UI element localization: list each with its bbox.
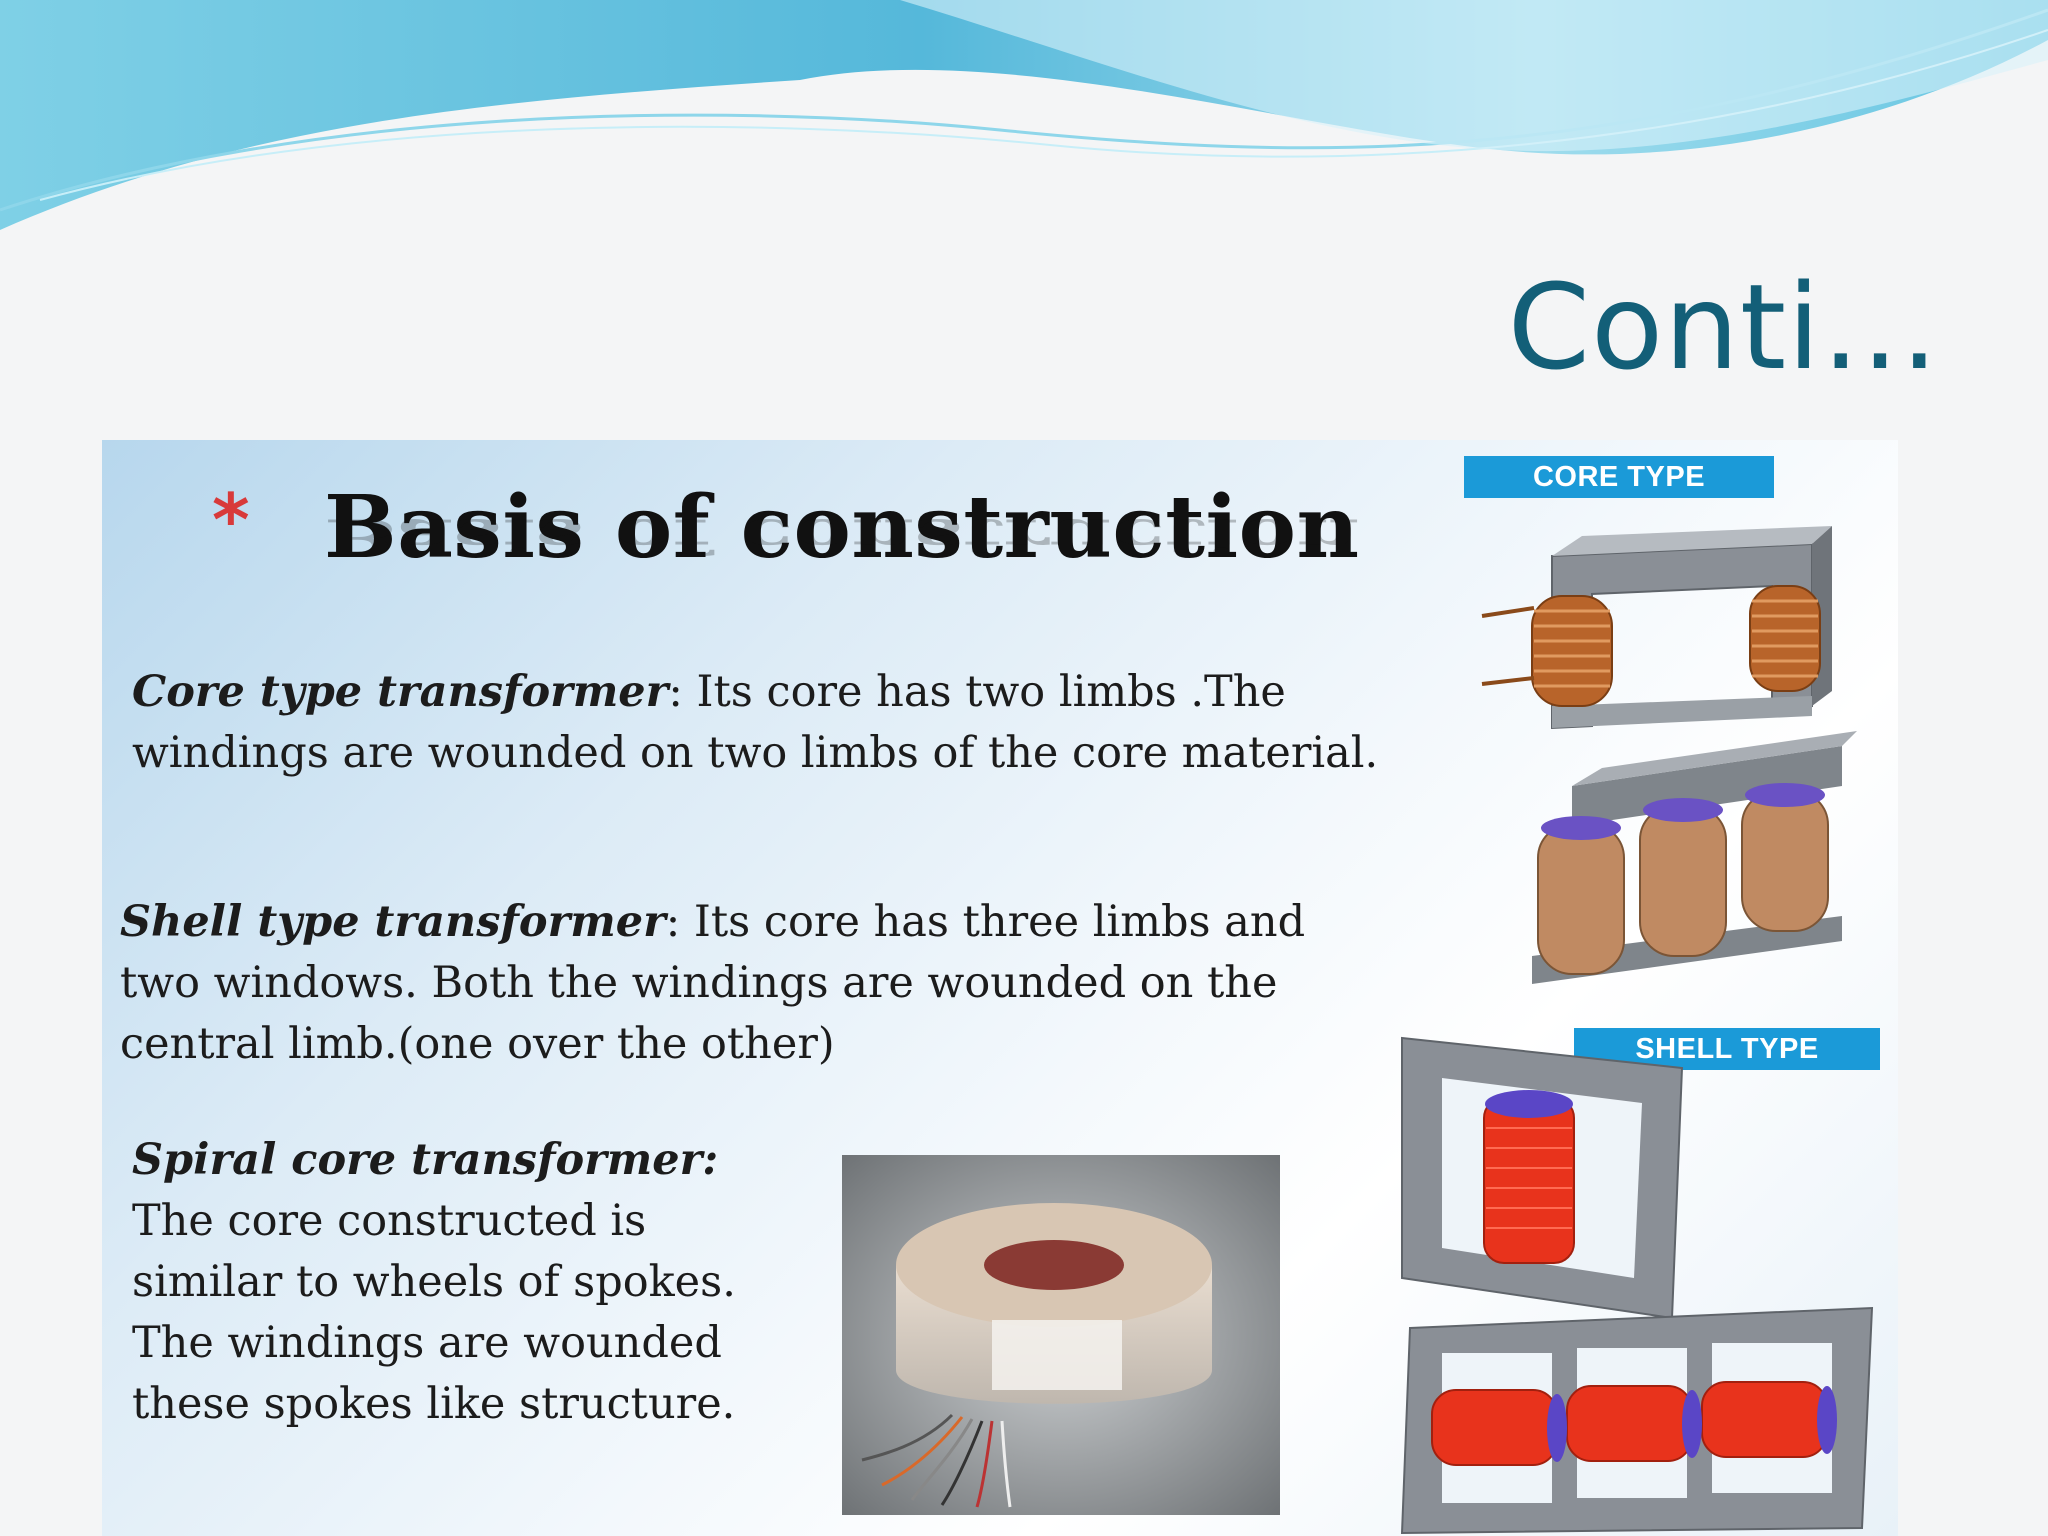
core-type-paragraph: Core type transformer: Its core has two … bbox=[132, 662, 1432, 784]
core-type-text: : Its core has two limbs .The windings a… bbox=[132, 667, 1379, 778]
shell-type-label: SHELL TYPE bbox=[1574, 1028, 1880, 1070]
shell-type-transformer-illustration bbox=[1400, 1036, 1874, 1535]
core-type-transformer-illustration bbox=[1481, 526, 1857, 984]
spiral-core-term: Spiral core transformer: bbox=[132, 1135, 719, 1185]
shell-type-term: Shell type transformer bbox=[120, 897, 666, 947]
core-type-label: CORE TYPE bbox=[1464, 456, 1774, 498]
shell-type-paragraph: Shell type transformer: Its core has thr… bbox=[120, 892, 1320, 1075]
shell-type-text: : Its core has three limbs and two windo… bbox=[120, 897, 1306, 1069]
bullet-asterisk: * bbox=[212, 478, 250, 562]
toroidal-transformer-photo bbox=[842, 1155, 1280, 1515]
spiral-core-paragraph: Spiral core transformer: The core constr… bbox=[132, 1130, 792, 1435]
spiral-core-text: The core constructed is similar to wheel… bbox=[132, 1196, 736, 1429]
slide-title: Conti… bbox=[1507, 258, 1940, 396]
content-image-panel: * Basis of construction Basis of constru… bbox=[102, 440, 1898, 1536]
panel-heading: Basis of construction bbox=[324, 477, 1360, 578]
header-wave-decoration bbox=[0, 0, 2048, 230]
core-type-term: Core type transformer bbox=[132, 667, 669, 717]
